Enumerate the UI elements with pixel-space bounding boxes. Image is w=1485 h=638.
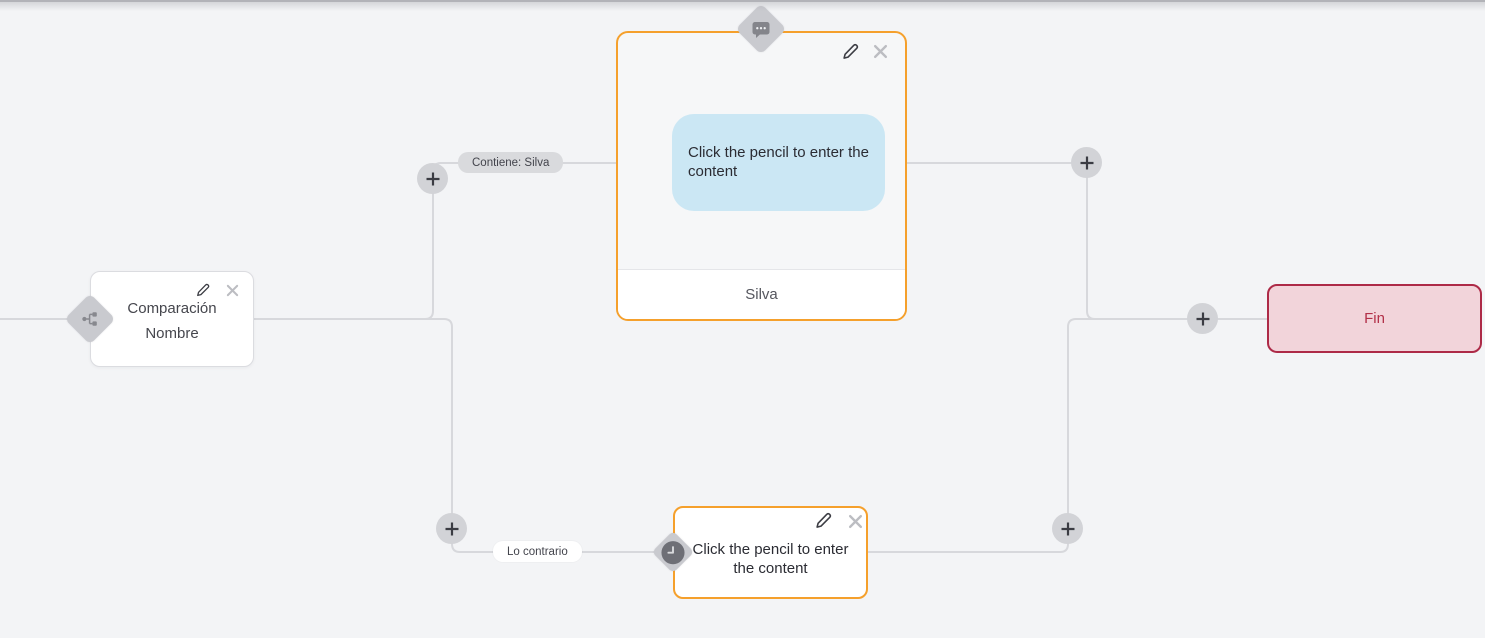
delete-fallback-button[interactable] — [845, 511, 865, 531]
pencil-icon — [815, 512, 831, 528]
wire-false-branch — [254, 318, 660, 553]
pencil-icon — [197, 283, 210, 297]
fallback-node[interactable]: Click the pencil to enter the content — [673, 506, 868, 599]
edit-condition-button[interactable] — [193, 280, 213, 300]
canvas-top-shadow — [0, 2, 1485, 11]
edge-label-false: Lo contrario — [493, 541, 582, 562]
edge-label-true: Contiene: Silva — [458, 152, 564, 173]
add-step-button-end-in[interactable] — [1187, 303, 1218, 334]
close-icon — [848, 514, 862, 528]
delete-condition-button[interactable] — [223, 281, 241, 299]
end-node-label: Fin — [1364, 310, 1385, 327]
plus-icon — [1196, 312, 1209, 325]
wire-message-to-end — [907, 162, 1267, 320]
branch-icon — [81, 310, 99, 328]
fallback-input-port[interactable] — [651, 530, 695, 574]
message-node[interactable]: Click the pencil to enter the content Si… — [616, 31, 907, 321]
speech-bubble-icon — [751, 19, 771, 39]
plus-icon — [426, 172, 439, 185]
fallback-text: Click the pencil to enter the content — [692, 540, 849, 577]
canvas-top-edge — [0, 0, 1485, 2]
plus-icon — [445, 522, 458, 535]
message-footer-label: Silva — [745, 286, 778, 303]
close-icon — [873, 44, 887, 58]
plus-icon — [1080, 156, 1093, 169]
wire-fallback-to-end — [868, 318, 1267, 553]
message-footer: Silva — [618, 269, 905, 319]
edit-fallback-button[interactable] — [812, 509, 834, 531]
clock-icon — [661, 540, 686, 565]
message-bubble: Click the pencil to enter the content — [672, 114, 885, 211]
close-icon — [226, 284, 238, 296]
add-step-button-true-branch[interactable] — [417, 163, 448, 194]
add-step-button-message-out[interactable] — [1071, 147, 1102, 178]
message-bubble-text: Click the pencil to enter the content — [688, 143, 869, 180]
add-step-button-false-branch[interactable] — [436, 513, 467, 544]
condition-title-line1: Comparación — [127, 300, 217, 317]
plus-icon — [1061, 522, 1074, 535]
add-step-button-fallback-out[interactable] — [1052, 513, 1083, 544]
end-node[interactable]: Fin — [1267, 284, 1482, 353]
condition-input-port[interactable] — [64, 293, 116, 345]
pencil-icon — [842, 43, 858, 59]
condition-node[interactable]: Comparación Nombre — [90, 271, 254, 367]
condition-title-line2: Nombre — [145, 325, 199, 342]
delete-message-button[interactable] — [870, 41, 890, 61]
edit-message-button[interactable] — [839, 40, 861, 62]
message-input-port[interactable] — [735, 3, 787, 55]
